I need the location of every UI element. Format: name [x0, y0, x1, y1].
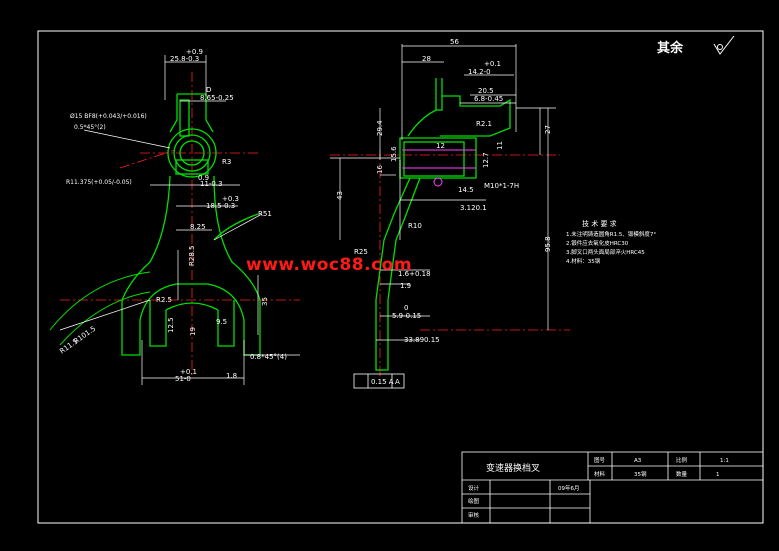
- quantity-label: 数量: [676, 470, 688, 478]
- material-label: 材料: [594, 470, 606, 478]
- left-view: +0.9 25.8-0.3 D 8.65-0.25 Ø15 BF8(+0.043…: [49, 48, 300, 385]
- scale-label: 比例: [676, 456, 688, 464]
- dim-right-9: 12: [436, 142, 445, 150]
- dim-left-17: 9.5: [216, 318, 227, 326]
- drawing-label: 绘图: [468, 497, 480, 505]
- dim-right-3: 14.2-0: [468, 68, 491, 76]
- dim-right-0: 56: [450, 38, 459, 46]
- dim-right-25: 95.8: [544, 236, 552, 252]
- tech-req-line-3: 4.材料：35钢: [566, 257, 601, 265]
- left-dimension-lines: [59, 55, 300, 385]
- dim-left-24: 0.8*45°(4): [250, 353, 287, 361]
- dim-left-8: 0.9: [198, 174, 209, 182]
- dim-right-11: 11: [496, 141, 504, 150]
- dim-left-10: +0.3: [222, 195, 239, 203]
- right-dimension-lines: [330, 44, 556, 341]
- roughness-symbol-icon: [713, 35, 735, 55]
- left-arcs: [49, 271, 151, 346]
- dim-right-4: 20.5: [478, 87, 494, 95]
- design-label: 设计: [468, 484, 480, 492]
- dim-left-21: R11.5: [58, 337, 79, 355]
- dim-right-1: 28: [422, 55, 431, 63]
- dim-left-11: 18.5-0.3: [206, 202, 235, 210]
- dim-right-7: 29.4: [376, 120, 384, 136]
- dim-left-25: 1.8: [226, 372, 237, 380]
- dim-left-15: R2.5: [156, 296, 172, 304]
- dim-right-2: +0.1: [484, 60, 501, 68]
- tech-requirements: 技 术 要 求 1.未注明铸造圆角R1.5、锻模斜度7° 2.锻件应去氧化皮HR…: [566, 219, 656, 265]
- dim-left-3: 8.65-0.25: [200, 94, 234, 102]
- dim-left-9: 11-0.3: [200, 180, 223, 188]
- tech-req-line-2: 3.脚叉口两头面局部淬火HRC45: [566, 248, 645, 256]
- title-block: [461, 451, 764, 524]
- dim-left-23: 51-0: [175, 375, 191, 383]
- tech-req-title: 技 术 要 求: [582, 219, 617, 228]
- dim-left-16: 12.5: [167, 317, 175, 333]
- dim-right-27: A: [395, 378, 400, 386]
- dim-right-26: 0.15 A: [371, 378, 394, 386]
- review-label: 审核: [468, 511, 480, 519]
- figure-no-value: A3: [634, 458, 642, 464]
- dim-right-10: 12.7: [482, 152, 490, 168]
- scale-value: 1:1: [720, 458, 729, 464]
- dim-right-17: 3.120.1: [460, 204, 487, 212]
- dim-left-22: +0.1: [180, 368, 197, 376]
- right-view: 56 28 +0.1 14.2-0 20.5 6.8-0.45 R2.1 29.…: [330, 38, 570, 389]
- dim-left-14: R28.5: [188, 246, 196, 266]
- dim-left-1: 25.8-0.3: [170, 55, 199, 63]
- dim-left-13: R51: [258, 210, 272, 218]
- dim-right-8: 15.6: [390, 146, 398, 162]
- dim-right-20: 1.6+0.18: [398, 270, 431, 278]
- dim-right-13: 16: [376, 165, 384, 174]
- sheet-border: [37, 30, 764, 524]
- dim-left-19: 35: [261, 297, 269, 306]
- tech-req-line-0: 1.未注明铸造圆角R1.5、锻模斜度7°: [566, 230, 656, 238]
- surface-note-text: 其余: [657, 40, 684, 56]
- tech-req-line-1: 2.锻件应去氧化皮HRC30: [566, 239, 629, 247]
- watermark-text: www.woc88.com: [246, 255, 413, 275]
- dim-left-4: Ø15 BF8(+0.043/+0.016): [70, 113, 147, 120]
- dim-left-6: R3: [222, 158, 231, 166]
- dim-right-19: R25: [354, 248, 368, 256]
- dim-right-24: 33.890.15: [404, 336, 440, 344]
- dim-left-0: +0.9: [186, 48, 203, 56]
- dim-right-18: R10: [408, 222, 422, 230]
- right-magenta-hatch: [402, 149, 476, 187]
- dim-right-15: M10*1-7H: [484, 182, 519, 190]
- dim-right-23: 5.9-0.15: [392, 312, 421, 320]
- dim-left-7: R11.375(+0.05/-0.05): [66, 179, 132, 186]
- left-part-outline: [121, 93, 261, 356]
- dim-left-2: D: [206, 86, 211, 94]
- right-centerlines: [330, 150, 570, 380]
- dim-left-12: 8.25: [190, 223, 206, 231]
- dim-right-16: 14.5: [458, 186, 474, 194]
- dim-right-6: R2.1: [476, 120, 492, 128]
- dim-right-21: 1.9: [400, 282, 411, 290]
- dim-right-14: 43: [336, 191, 344, 200]
- dim-right-5: 6.8-0.45: [474, 95, 503, 103]
- design-date: 09年6月: [558, 484, 580, 492]
- dim-left-5: 0.5*45°(2): [74, 124, 106, 131]
- quantity-value: 1: [716, 472, 720, 478]
- material-value: 35钢: [634, 470, 647, 478]
- dim-left-18: 19: [189, 327, 197, 336]
- dim-right-22: 0: [404, 304, 408, 312]
- figure-no-label: 图号: [594, 456, 606, 464]
- part-name: 变速器换档叉: [486, 462, 540, 474]
- dim-right-12: 27: [544, 125, 552, 134]
- datum-frame: [353, 373, 405, 389]
